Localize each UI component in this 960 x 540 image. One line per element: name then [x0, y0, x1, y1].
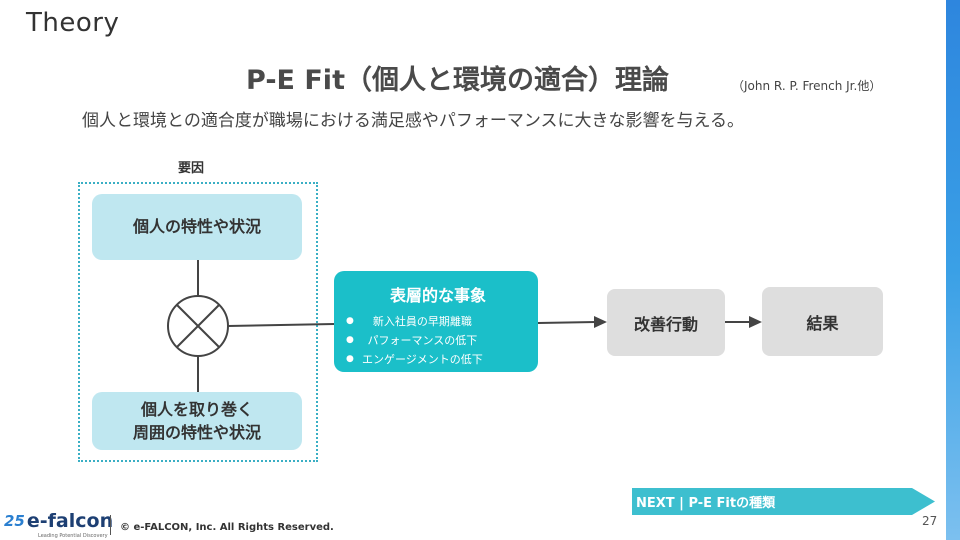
company-logo: 25 e-falcon	[4, 510, 114, 532]
surface-event-item: パフォーマンスの低下	[346, 331, 483, 350]
next-slide-label: NEXT | P-E Fitの種類	[636, 496, 776, 511]
logo-text: e-falcon	[26, 510, 114, 532]
logo-tagline: Leading Potential Discovery	[38, 533, 108, 539]
title-citation: （John R. P. French Jr.他）	[732, 79, 882, 93]
next-slide-banner[interactable]: NEXT | P-E Fitの種類	[632, 488, 935, 515]
arrow-action-to-result	[725, 316, 762, 328]
section-label: Theory	[26, 8, 120, 38]
right-accent-bar	[946, 0, 960, 540]
factor-individual-box: 個人の特性や状況	[92, 194, 302, 260]
page-number: 27	[922, 514, 938, 528]
factor-surrounding-line2: 周囲の特性や状況	[132, 423, 261, 442]
surface-event-item: エンゲージメントの低下	[346, 350, 483, 369]
surface-event-item: 新入社員の早期離職	[346, 312, 483, 331]
factors-frame	[78, 182, 318, 462]
copyright-text: © e-FALCON, Inc. All Rights Reserved.	[120, 522, 334, 533]
factor-surrounding-box: 個人を取り巻く 周囲の特性や状況	[92, 392, 302, 450]
page-subtitle: 個人と環境との適合度が職場における満足感やパフォーマンスに大きな影響を与える。	[82, 111, 744, 131]
factor-surrounding-line1: 個人を取り巻く	[140, 399, 253, 419]
surface-events-title: 表層的な事象	[389, 286, 486, 305]
result-label: 結果	[806, 313, 839, 333]
factors-label: 要因	[178, 161, 205, 176]
footer-divider	[110, 515, 111, 535]
logo-mark: 25	[4, 512, 25, 530]
improvement-action-label: 改善行動	[633, 314, 698, 334]
page-title: P-E Fit（個人と環境の適合）理論	[246, 65, 669, 96]
surface-events-box: 表層的な事象 新入社員の早期離職 パフォーマンスの低下 エンゲージメントの低下	[334, 271, 538, 372]
arrow-surface-to-action	[537, 316, 607, 328]
surface-events-list: 新入社員の早期離職 パフォーマンスの低下 エンゲージメントの低下	[346, 312, 483, 369]
factor-individual-label: 個人の特性や状況	[132, 217, 261, 237]
improvement-action-box: 改善行動	[607, 289, 725, 356]
result-box: 結果	[762, 287, 883, 356]
